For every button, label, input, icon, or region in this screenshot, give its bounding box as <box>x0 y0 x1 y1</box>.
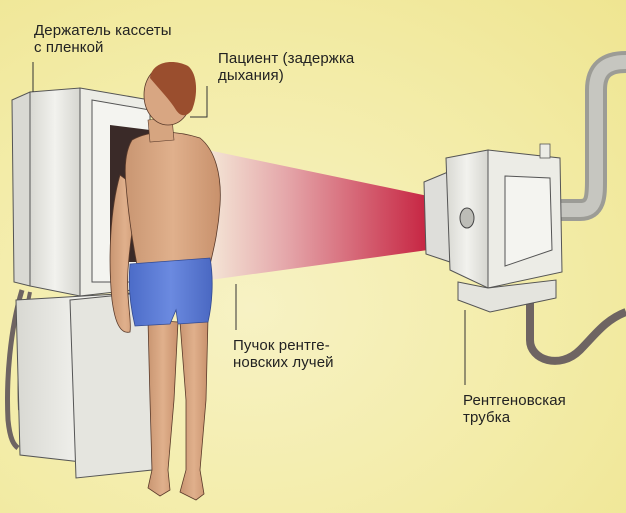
label-cassette-holder: Держатель кассеты с пленкой <box>34 22 172 56</box>
leader-lines <box>32 62 466 385</box>
xray-tube <box>423 51 626 365</box>
xray-beam <box>208 150 428 280</box>
label-patient: Пациент (задержка дыхания) <box>218 50 355 84</box>
label-xray-beam: Пучок рентге- новских лучей <box>233 337 334 371</box>
label-xray-tube: Рентгеновская трубка <box>463 392 566 426</box>
patient-figure <box>109 62 221 501</box>
